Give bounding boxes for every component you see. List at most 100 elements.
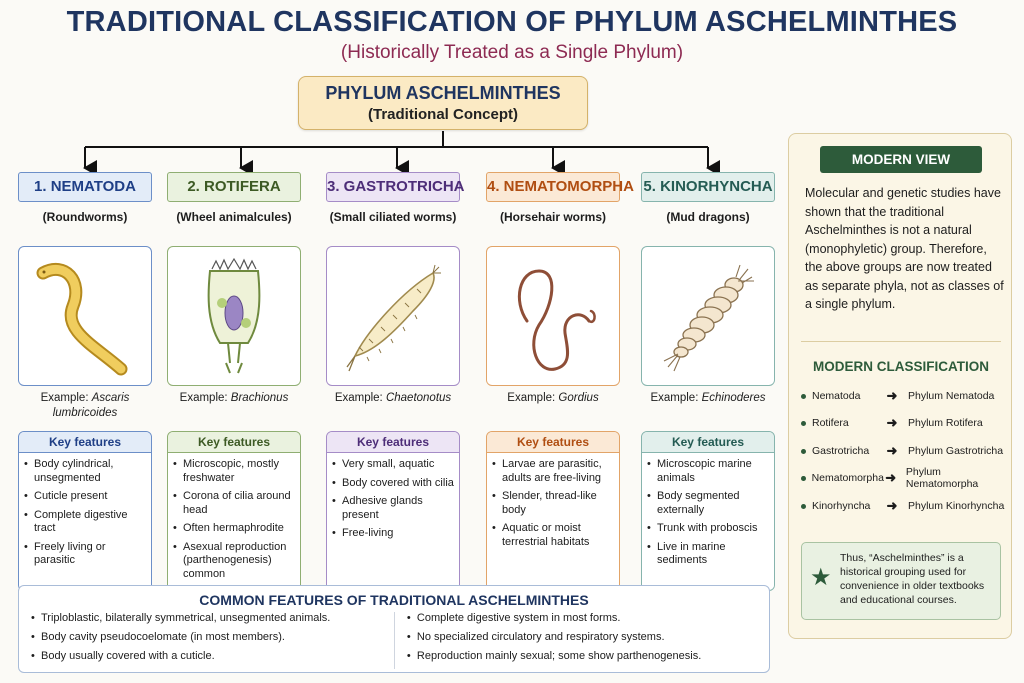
bullet-dot [801, 420, 806, 426]
mapping-to: Phylum Gastrotricha [908, 445, 1004, 457]
mapping-from: Rotifera [812, 417, 849, 429]
class-heading: 5. KINORHYNCHA [641, 172, 775, 202]
common-feature-item: Complete digestive system in most forms. [405, 612, 759, 625]
page-subtitle: (Historically Treated as a Single Phylum… [340, 42, 684, 63]
mapping-from: Nematomorpha [811, 472, 884, 484]
key-features-heading: Key features [19, 432, 151, 453]
class-column-nematomorpha: 4. NEMATOMORPHA (Horsehair worms) Exampl… [486, 172, 634, 591]
mapping-row: Nematoda ➜ Phylum Nematoda [801, 388, 1007, 404]
gastrotrich-icon [326, 246, 460, 386]
arrow-right-icon: ➜ [886, 415, 898, 430]
mapping-from: Nematoda [812, 390, 861, 402]
class-common-name: (Small ciliated worms) [329, 210, 457, 224]
feature-item: Free-living [331, 527, 454, 541]
feature-item: Very small, aquatic [331, 458, 454, 472]
feature-item: Body cylindrical, unsegmented [23, 458, 146, 485]
mapping-to: Phylum Nematomorpha [905, 466, 979, 490]
common-features-right-list: Complete digestive system in most forms.… [393, 612, 759, 669]
root-phylum-name: PHYLUM ASCHELMINTHES [325, 83, 561, 103]
common-feature-item: Triploblastic, bilaterally symmetrical, … [29, 612, 394, 625]
feature-item: Cuticle present [23, 490, 146, 504]
class-example: Example: Ascaris lumbricoides [40, 392, 130, 419]
class-common-name: (Horsehair worms) [499, 210, 607, 224]
class-heading: 1. NEMATODA [18, 172, 152, 202]
root-phylum-box: PHYLUM ASCHELMINTHES (Traditional Concep… [298, 76, 588, 130]
key-features-box: Key features Larvae are parasitic, adult… [486, 431, 620, 591]
horsehair-worm-icon [486, 246, 620, 386]
modern-view-heading: MODERN VIEW [820, 146, 982, 173]
class-example: Example: Chaetonotus [334, 392, 452, 404]
mapping-row: Rotifera ➜ Phylum Rotifera [801, 415, 1007, 431]
key-features-box: Key features Very small, aquatic Body co… [326, 431, 460, 591]
historical-note-box: ★ Thus, “Aschelminthes” is a historical … [801, 542, 1001, 620]
feature-item: Trunk with proboscis [646, 522, 769, 536]
bullet-dot [801, 475, 806, 481]
historical-note-text: Thus, “Aschelminthes” is a historical gr… [840, 552, 985, 606]
modern-view-panel: MODERN VIEW Molecular and genetic studie… [788, 133, 1012, 639]
class-column-kinorhyncha: 5. KINORHYNCHA (Mud dragons) Example: Ec… [641, 172, 775, 591]
rotifer-icon [167, 246, 301, 386]
root-phylum-concept: (Traditional Concept) [368, 106, 518, 123]
class-common-name: (Mud dragons) [666, 210, 750, 224]
feature-item: Often hermaphrodite [172, 522, 295, 536]
feature-item: Corona of cilia around head [172, 490, 295, 517]
common-feature-item: Body usually covered with a cuticle. [29, 650, 394, 663]
arrow-right-icon: ➜ [886, 388, 898, 403]
common-features-box: COMMON FEATURES OF TRADITIONAL ASCHELMIN… [18, 585, 770, 673]
arrow-right-icon: ➜ [886, 443, 898, 458]
class-example: Example: Echinoderes [650, 392, 766, 404]
arrow-right-icon: ➜ [885, 470, 897, 485]
bullet-dot [801, 503, 806, 509]
panel-divider [801, 341, 1001, 342]
key-features-box: Key features Body cylindrical, unsegment… [18, 431, 152, 591]
bullet-dot [801, 393, 806, 399]
feature-item: Body covered with cilia [331, 477, 454, 491]
key-features-box: Key features Microscopic marine animals … [641, 431, 775, 591]
feature-item: Microscopic marine animals [646, 458, 769, 485]
mapping-to: Phylum Kinorhyncha [908, 500, 1005, 512]
modern-view-text: Molecular and genetic studies have shown… [805, 186, 1004, 311]
page-title: TRADITIONAL CLASSIFICATION OF PHYLUM ASC… [66, 6, 958, 38]
class-heading: 3. GASTROTRICHA [326, 172, 465, 202]
feature-item: Asexual reproduction (parthenogenesis) c… [172, 541, 295, 582]
star-icon: ★ [810, 564, 832, 591]
key-features-heading: Key features [327, 432, 459, 453]
mapping-from: Gastrotricha [812, 445, 870, 457]
common-features-heading: COMMON FEATURES OF TRADITIONAL ASCHELMIN… [199, 592, 589, 608]
kinorhynch-icon [641, 246, 775, 386]
feature-item: Slender, thread-like body [491, 490, 614, 517]
mapping-to: Phylum Nematoda [908, 390, 995, 402]
key-features-heading: Key features [642, 432, 774, 453]
key-features-heading: Key features [487, 432, 619, 453]
class-heading: 2. ROTIFERA [167, 172, 301, 202]
key-features-heading: Key features [168, 432, 300, 453]
feature-item: Aquatic or moist terrestrial habitats [491, 522, 614, 549]
class-column-gastrotricha: 3. GASTROTRICHA (Small ciliated worms) E… [326, 172, 465, 591]
key-features-box: Key features Microscopic, mostly freshwa… [167, 431, 301, 591]
arrow-right-icon: ➜ [886, 498, 898, 513]
mapping-row: Nematomorpha ➜ Phylum Nematomorpha [801, 466, 1007, 490]
mapping-row: Kinorhyncha ➜ Phylum Kinorhyncha [801, 498, 1007, 514]
feature-item: Adhesive glands present [331, 495, 454, 522]
feature-item: Body segmented externally [646, 490, 769, 517]
feature-item: Microscopic, mostly freshwater [172, 458, 295, 485]
common-features-left-list: Triploblastic, bilaterally symmetrical, … [29, 612, 394, 669]
feature-item: Live in marine sediments [646, 541, 769, 568]
feature-item: Larvae are parasitic, adults are free-li… [491, 458, 614, 485]
common-feature-item: No specialized circulatory and respirato… [405, 631, 759, 644]
feature-item: Complete digestive tract [23, 509, 146, 536]
class-common-name: (Wheel animalcules) [176, 210, 292, 224]
mapping-to: Phylum Rotifera [908, 417, 983, 429]
class-column-nematoda: 1. NEMATODA (Roundworms) Example: Ascari… [18, 172, 152, 591]
class-common-name: (Roundworms) [42, 210, 128, 224]
class-example: Example: Brachionus [179, 392, 289, 404]
feature-item: Freely living or parasitic [23, 541, 146, 568]
bullet-dot [801, 448, 806, 454]
modern-classification-heading: MODERN CLASSIFICATION [813, 359, 989, 374]
mapping-row: Gastrotricha ➜ Phylum Gastrotricha [801, 443, 1007, 459]
roundworm-icon [18, 246, 152, 386]
class-column-rotifera: 2. ROTIFERA (Wheel animalcules) Example:… [167, 172, 301, 591]
mapping-from: Kinorhyncha [812, 500, 871, 512]
common-feature-item: Body cavity pseudocoelomate (in most mem… [29, 631, 394, 644]
class-heading: 4. NEMATOMORPHA [486, 172, 634, 202]
